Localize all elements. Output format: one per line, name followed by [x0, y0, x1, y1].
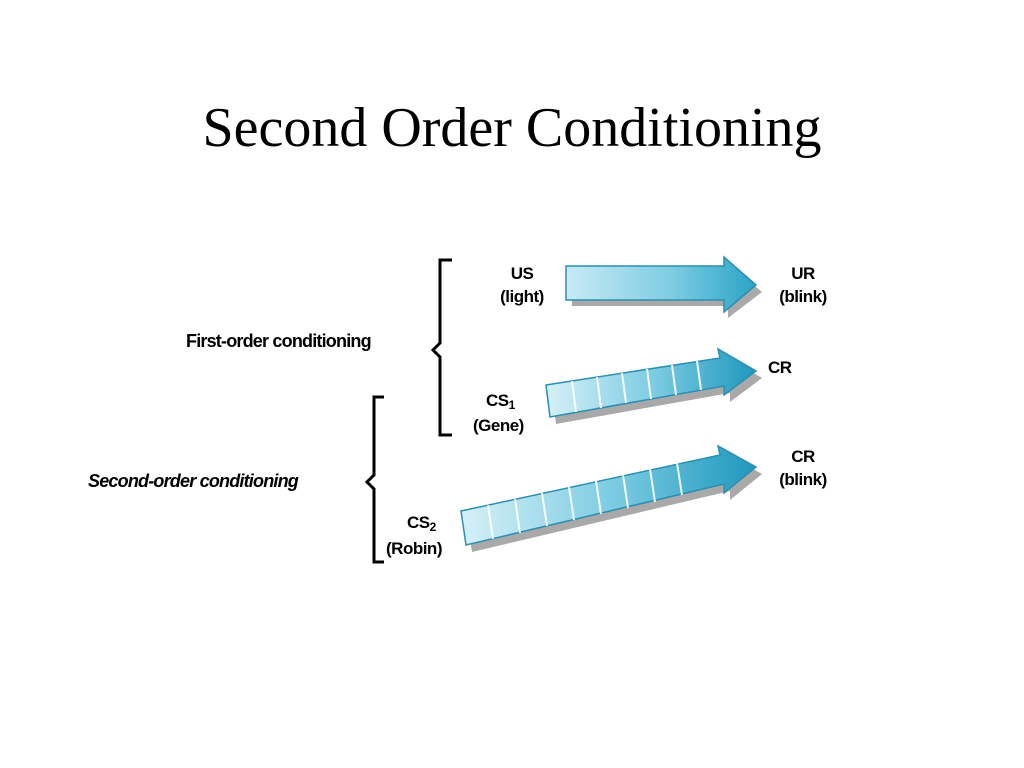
cs2-label: CS2: [407, 514, 436, 533]
first-order-label: First-order conditioning: [186, 331, 372, 351]
cs1-label: CS1: [486, 392, 515, 411]
cr2-label: CR: [791, 447, 815, 466]
second-order-bracket: [364, 395, 384, 564]
us-label: US: [510, 264, 534, 283]
cs2-label-text: CS: [407, 513, 430, 532]
cs2-index: 2: [429, 520, 437, 534]
cs2-cr-arrow: [460, 444, 762, 552]
second-order-label: Second-order conditioning: [88, 471, 299, 491]
ur-sublabel: (blink): [779, 287, 827, 306]
cs1-cr-arrow: [545, 347, 762, 424]
slide-title: Second Order Conditioning: [202, 97, 822, 159]
us-sublabel: (light): [500, 287, 544, 306]
cs1-index: 1: [508, 398, 516, 412]
cs1-label-text: CS: [486, 391, 509, 410]
cr2-sublabel: (blink): [779, 470, 827, 489]
cs1-sublabel: (Gene): [473, 416, 524, 435]
first-order-bracket: [430, 258, 452, 437]
ur-label: UR: [791, 264, 815, 283]
cs2-sublabel: (Robin): [386, 539, 442, 558]
us-ur-arrow: [565, 255, 762, 318]
cr1-label: CR: [768, 358, 792, 377]
